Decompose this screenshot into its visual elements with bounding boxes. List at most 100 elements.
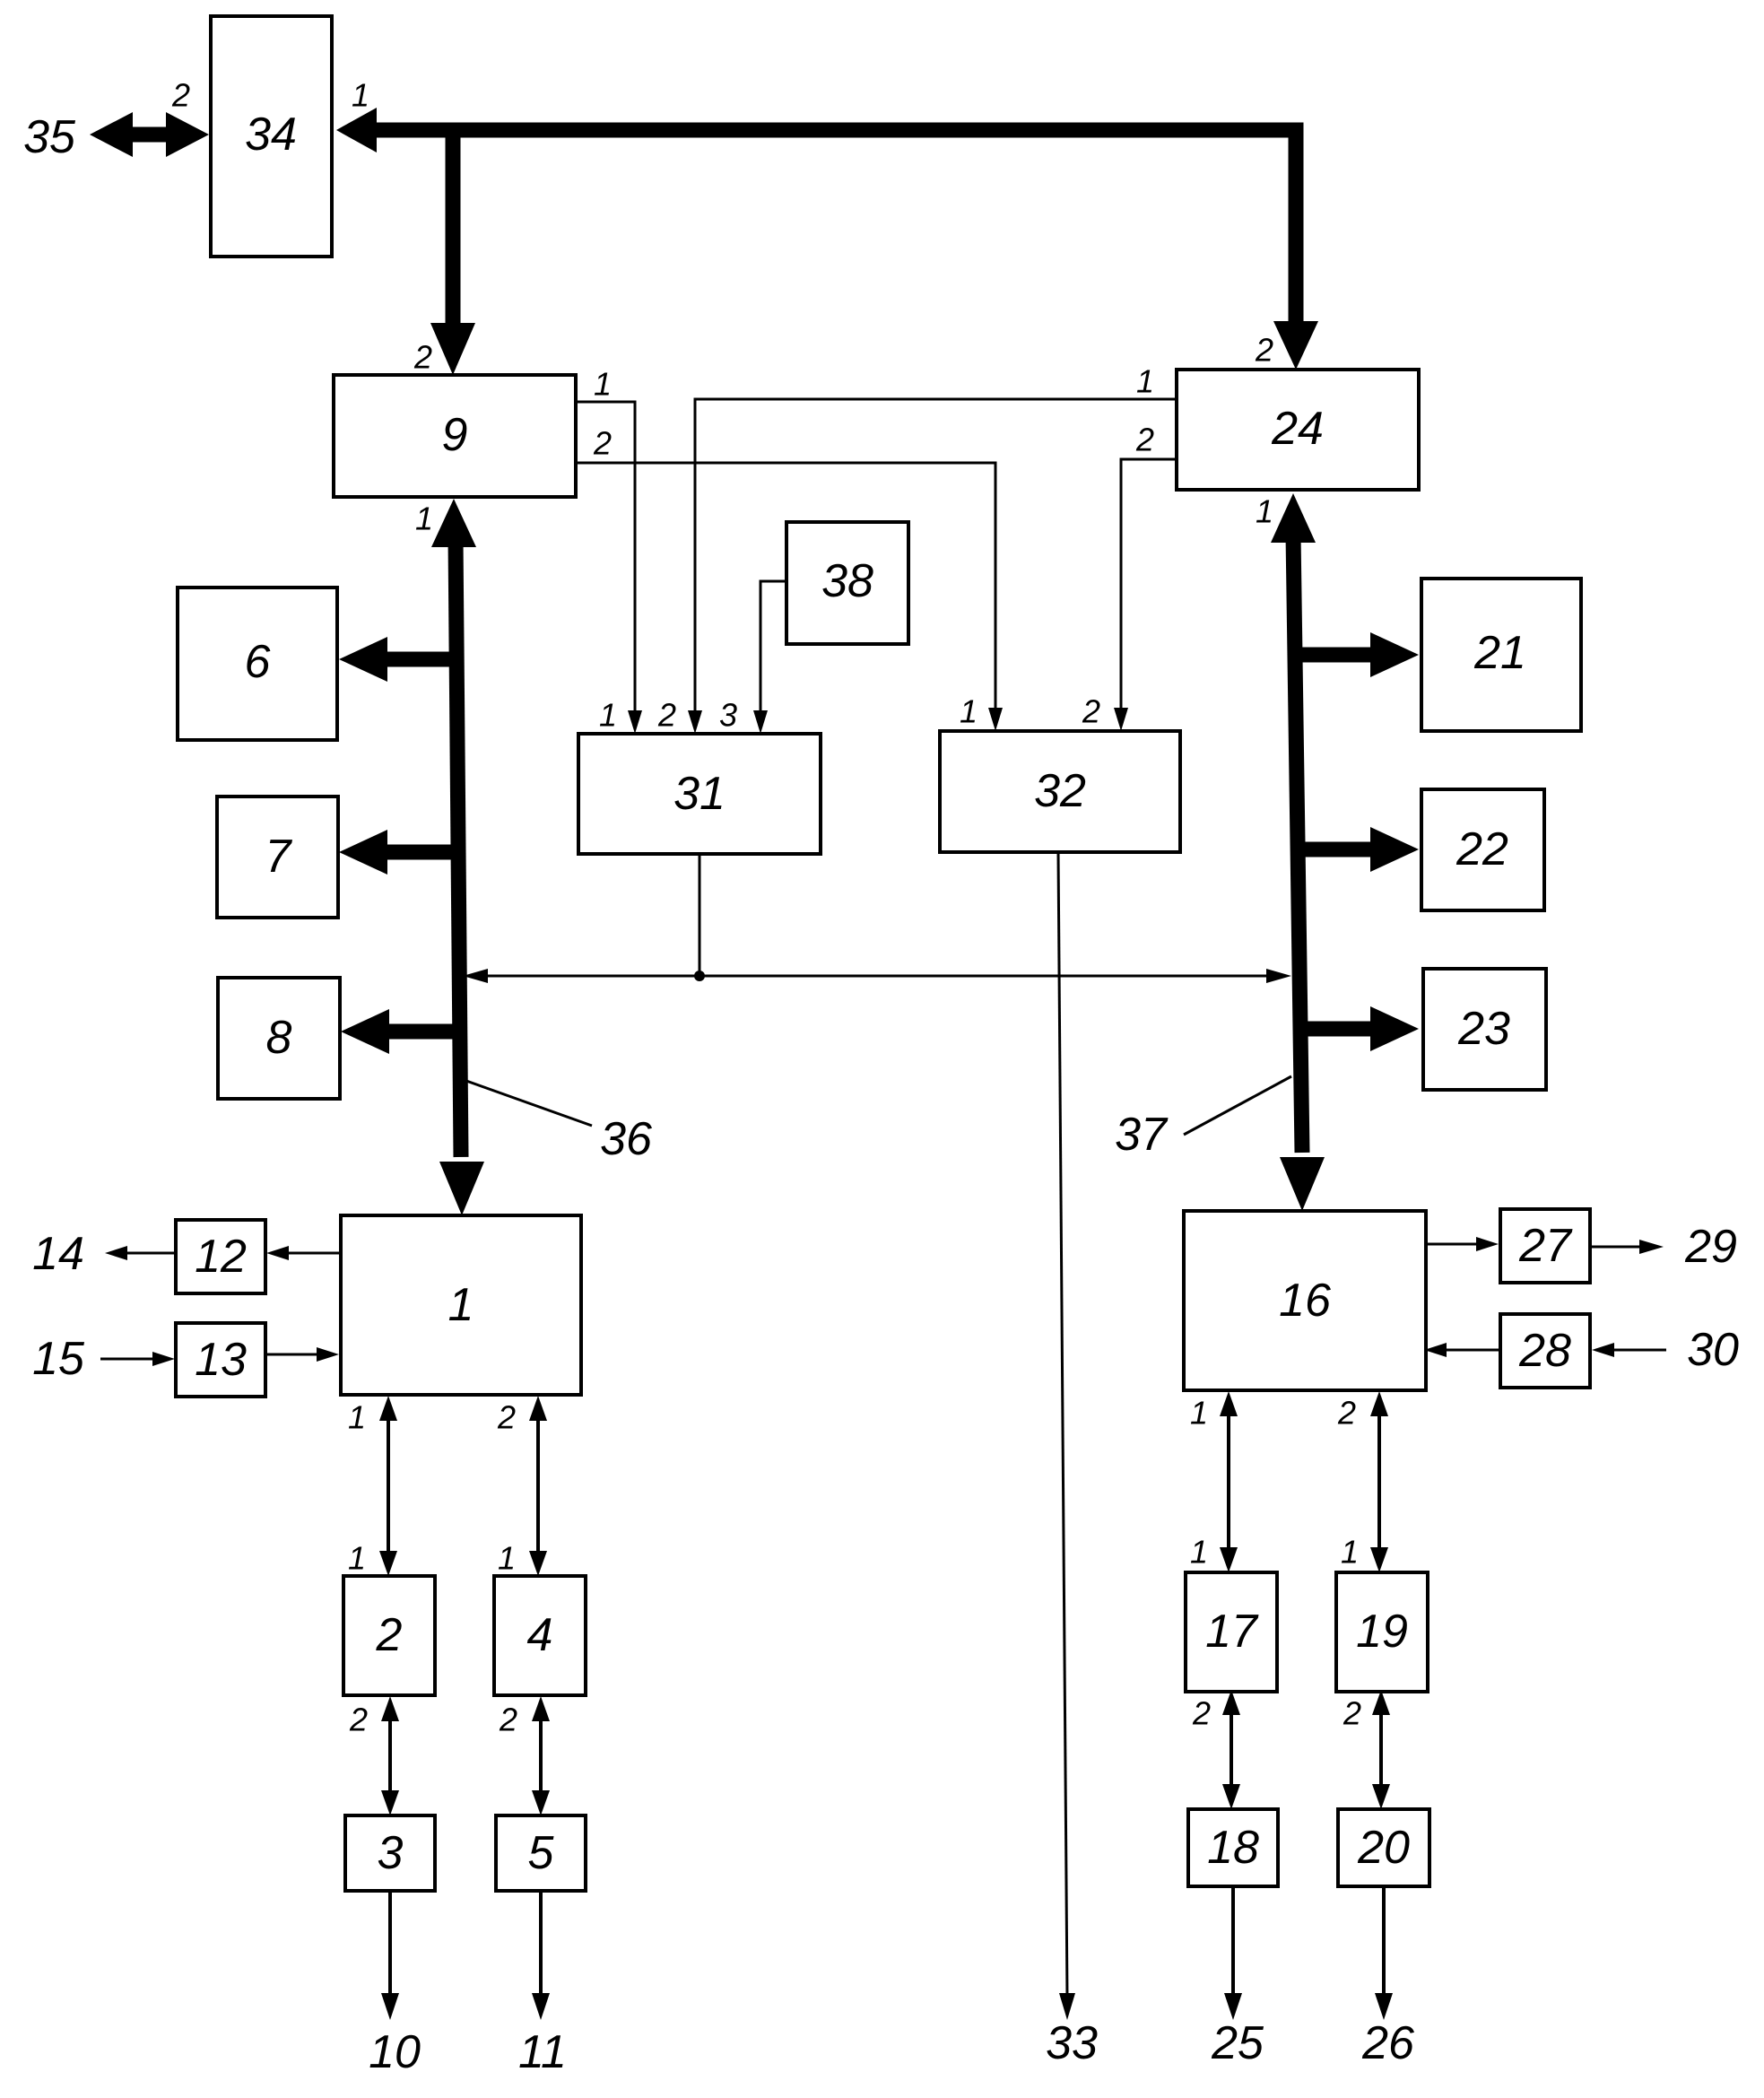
port-16-1: 1 (1190, 1395, 1208, 1432)
block-1-label: 1 (448, 1279, 474, 1331)
terminal-29: 29 (1684, 1221, 1737, 1273)
arrow-36-down (439, 1162, 484, 1215)
arrow-into-13 (152, 1352, 175, 1366)
terminal-11: 11 (518, 2026, 567, 2078)
block-5-label: 5 (528, 1827, 555, 1879)
arrow-19-20-up (1372, 1690, 1390, 1715)
arrow-31-in3 (753, 710, 768, 734)
block-5: 5 (496, 1815, 586, 1891)
port-34-1: 1 (352, 77, 369, 114)
block-23-label: 23 (1457, 1003, 1510, 1055)
port-19-2: 2 (1343, 1695, 1361, 1732)
arrow-16-19-up (1370, 1391, 1388, 1416)
terminal-15: 15 (32, 1333, 85, 1385)
arrow-14 (105, 1246, 127, 1260)
port-31-in1: 1 (599, 697, 617, 734)
port-24-2-in: 2 (1255, 332, 1273, 369)
bus-34-to-9-24 (453, 130, 1296, 323)
port-31-in3: 3 (719, 697, 737, 734)
block-13: 13 (176, 1323, 265, 1397)
block-38: 38 (786, 522, 908, 644)
port-24-out2: 2 (1135, 422, 1154, 458)
arrow-into-24 (1273, 321, 1318, 370)
port-4-2: 2 (499, 1702, 517, 1738)
arrow-4-5-up (532, 1696, 550, 1721)
block-1: 1 (341, 1215, 581, 1395)
block-4: 4 (494, 1576, 586, 1695)
arrow-36-up (431, 499, 476, 547)
wire-24-2-to-32-2 (1121, 459, 1177, 710)
block-28-label: 28 (1518, 1325, 1571, 1377)
block-8: 8 (218, 978, 340, 1099)
arrow-into-34 (336, 108, 377, 152)
arrow-1-2-up (379, 1396, 397, 1421)
arrow-33 (1059, 1993, 1075, 2020)
block-22: 22 (1421, 789, 1544, 910)
port-9-1-bus: 1 (415, 501, 433, 537)
arrow-17-18-down (1222, 1784, 1240, 1809)
arrow-2-3-up (381, 1696, 399, 1721)
block-6: 6 (178, 588, 337, 740)
block-32: 32 (940, 731, 1180, 852)
block-34: 34 (211, 16, 332, 257)
arrow-into-21 (1370, 632, 1419, 677)
block-24: 24 (1177, 370, 1419, 490)
arrow-into-22 (1370, 827, 1419, 872)
arrow-37-down (1280, 1157, 1325, 1211)
arrow-32-in1 (988, 708, 1003, 731)
arrow-26 (1375, 1993, 1393, 2020)
wire-32-to-33 (1058, 852, 1067, 1998)
block-31-label: 31 (673, 768, 726, 820)
port-9-out2: 2 (593, 425, 612, 462)
arrow-2-3-down (381, 1790, 399, 1815)
arrow-into-28 (1592, 1343, 1614, 1357)
arrow-31-in1 (628, 710, 642, 734)
port-4-1: 1 (498, 1540, 516, 1577)
block-13-label: 13 (195, 1334, 247, 1386)
arrow-into-23 (1370, 1006, 1419, 1051)
block-38-label: 38 (821, 555, 873, 607)
leader-36 (466, 1081, 592, 1126)
block-3-label: 3 (378, 1827, 404, 1879)
block-20: 20 (1338, 1809, 1429, 1886)
terminal-35: 35 (23, 111, 76, 163)
port-17-1: 1 (1190, 1534, 1208, 1571)
port-34-2: 2 (171, 77, 190, 114)
wire-38-to-31-3 (760, 581, 786, 713)
port-1-1: 1 (348, 1399, 366, 1436)
port-31-in2: 2 (657, 697, 676, 734)
arrow-10 (381, 1993, 399, 2020)
leader-37 (1184, 1076, 1291, 1135)
block-28: 28 (1500, 1314, 1590, 1388)
block-7: 7 (217, 797, 338, 918)
wire-24-1-to-31-2 (695, 399, 1177, 713)
junction-dot (694, 971, 705, 981)
block-27: 27 (1500, 1209, 1590, 1283)
terminal-37: 37 (1115, 1109, 1169, 1161)
port-24-1-bus: 1 (1256, 493, 1273, 530)
port-9-out1: 1 (594, 366, 612, 403)
arrow-1-2-down (379, 1551, 397, 1576)
port-32-in2: 2 (1082, 693, 1100, 730)
arrow-into-9 (430, 323, 475, 375)
arrow-into-12 (266, 1246, 289, 1260)
arrow-17-18-up (1222, 1690, 1240, 1715)
block-9-label: 9 (442, 409, 468, 461)
arrow-31-in2 (688, 710, 702, 734)
arrow-1-4-down (529, 1551, 547, 1576)
arrow-16-17-up (1220, 1391, 1238, 1416)
arrow-29 (1639, 1240, 1664, 1254)
terminal-30: 30 (1687, 1324, 1739, 1376)
terminal-36: 36 (600, 1113, 652, 1165)
port-17-2: 2 (1192, 1695, 1211, 1732)
arrow-into-8 (341, 1009, 389, 1054)
block-24-label: 24 (1271, 403, 1324, 455)
port-19-1: 1 (1341, 1534, 1359, 1571)
block-32-label: 32 (1034, 765, 1086, 817)
block-8-label: 8 (266, 1012, 292, 1064)
terminal-33: 33 (1046, 2017, 1098, 2069)
port-24-out1: 1 (1136, 363, 1154, 400)
block-7-label: 7 (265, 831, 293, 883)
arrow-1-4-up (529, 1396, 547, 1421)
port-9-2-in: 2 (413, 339, 432, 376)
